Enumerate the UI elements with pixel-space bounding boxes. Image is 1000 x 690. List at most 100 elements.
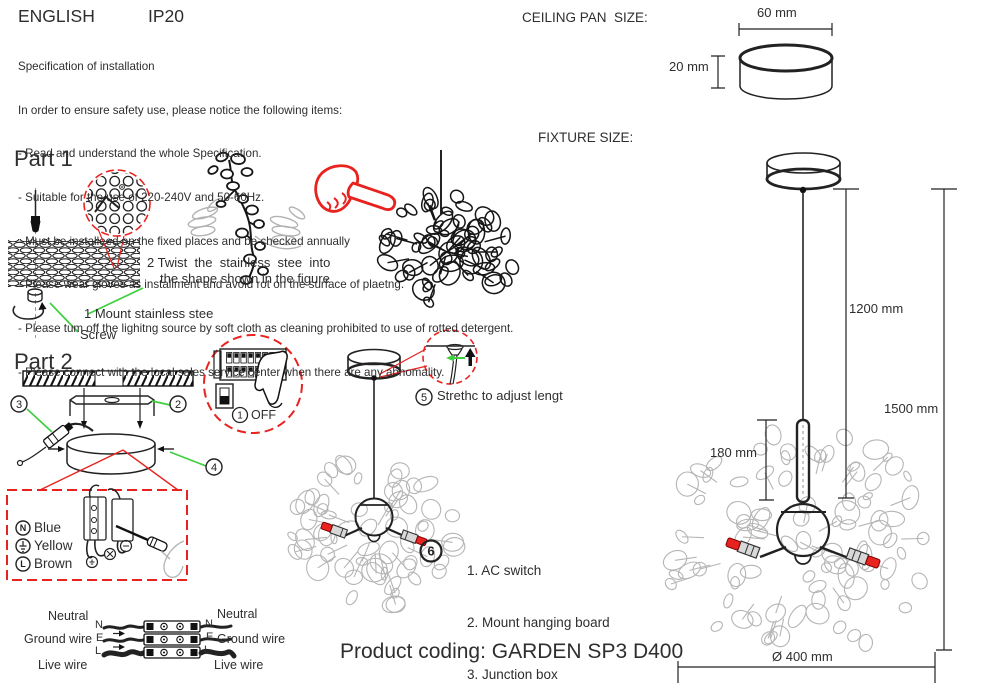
spec-title: Specification of installation (18, 60, 155, 74)
dim-total: 1500 mm (884, 401, 939, 416)
dim-diameter: Ø 400 mm (772, 649, 833, 664)
cable-grip (799, 186, 807, 194)
ip-rating: IP20 (148, 6, 184, 26)
up-arrow-icon (465, 348, 476, 357)
led-bulb-icon (320, 521, 333, 532)
svg-text:5: 5 (421, 392, 427, 404)
stem-tube (795, 418, 811, 504)
part1-step2-line1: 2 Twist the stainless stee into (147, 255, 331, 270)
off-step-number (231, 406, 249, 424)
part2-drawing: 3 2 4 1 (6, 334, 303, 581)
parts-list-item: 3. Junction box (467, 666, 558, 682)
spec-intro: In order to ensure safety use, please no… (18, 103, 343, 117)
dimension-lines (677, 188, 957, 683)
wire-letter-n: N (95, 619, 103, 631)
wiring-right-live: Live wire (214, 658, 264, 672)
spec-item: - Read and understand the whole Specific… (18, 147, 262, 161)
wire-tangle-black (376, 186, 520, 308)
dim-wire: 1200 mm (849, 301, 904, 316)
earth-icon (19, 541, 27, 553)
canopy-drawing (48, 433, 174, 475)
led-bulb-icon (865, 555, 881, 569)
zoom-lines (379, 348, 428, 378)
bulb-socket-left (725, 537, 761, 559)
wiring-right-neutral: Neutral (217, 607, 258, 621)
led-bulb-icon (725, 537, 741, 551)
bulb-socket-right (845, 547, 881, 569)
legend-yellow: Yellow (34, 538, 73, 553)
product-coding: Product coding: GARDEN SP3 D400 (340, 640, 684, 663)
pan-height-dim: 20 mm (669, 59, 709, 74)
spec-item: - Please connect with the local sales se… (18, 365, 445, 379)
wiring-left-neutral: Neutral (48, 609, 89, 623)
part2-title: Part 2 (14, 349, 73, 374)
wiring-diagram (101, 620, 237, 659)
zoom-callout-lines (39, 449, 179, 491)
steel-chain-sketch (207, 151, 269, 285)
wire-letter-n: N (205, 618, 213, 630)
rotate-arrow-icon (12, 302, 47, 320)
screw-label: Screw (80, 327, 117, 342)
part1-step1-label: 1 Mount stainless stee (84, 306, 214, 321)
lamp-ball-right (775, 502, 831, 558)
dim-stem: 180 mm (710, 445, 757, 460)
wire-letter-e: E (206, 631, 214, 643)
off-label: OFF (251, 408, 276, 422)
spec-item: - Suitable for the use of 220-240V and 5… (18, 191, 265, 205)
wiring-left-ground: Ground wire (24, 632, 93, 646)
slide-arrows (48, 446, 174, 452)
callout-number-4: 4 (205, 458, 223, 476)
svg-text:6: 6 (427, 544, 434, 559)
hand-outline (160, 540, 185, 578)
wire-cloud-right (662, 424, 930, 652)
spec-item: - Please tum off the lighitng source by … (18, 321, 514, 335)
legend-brown: Brown (34, 556, 73, 571)
pan-width-dim: 60 mm (757, 5, 797, 20)
parts-list-item: 1. AC switch (467, 563, 542, 579)
hands-sketch (187, 197, 306, 250)
green-arrow-icon (446, 354, 454, 362)
screw-icon (30, 216, 41, 233)
spec-item: - Must be installeed on the fixed places… (18, 234, 350, 248)
callout-number-2: 2 (169, 395, 187, 413)
screwdriver-icon (115, 524, 168, 552)
terminal-illustration (83, 484, 185, 578)
terminal-blocks (143, 620, 201, 659)
wire-cloud-middle (287, 455, 466, 614)
zoom-callout-circle (83, 169, 151, 237)
wire-letter-e: E (96, 632, 104, 644)
adjust-callout (422, 329, 478, 385)
callout-number-3: 3 (10, 395, 28, 413)
wiring-detail-box (6, 489, 188, 581)
ceiling-pan-drawing (711, 23, 834, 100)
wire-legend: N L (15, 520, 31, 572)
svg-text:2: 2 (175, 399, 181, 411)
adjust-step-number: 5 (415, 388, 433, 406)
bulb-socket-left (320, 521, 349, 539)
breaker-off-callout: 1 (203, 334, 303, 434)
wiring-left-live: Live wire (38, 658, 88, 672)
wire-letter-l: L (204, 644, 211, 656)
parts-list: 1. AC switch 2. Mount hanging board 3. J… (467, 528, 610, 690)
svg-text:N: N (20, 523, 27, 533)
leader-lines (26, 400, 207, 467)
part1-step2-line2: the shape shown in the figure (160, 271, 330, 286)
lamp-callout-number: 6 (419, 539, 443, 563)
svg-text:3: 3 (16, 399, 22, 411)
leader-line-mount (87, 287, 144, 315)
legend-blue: Blue (34, 520, 62, 535)
part1-drawing (8, 150, 520, 338)
zoomed-mesh-detail (86, 172, 148, 234)
mount-screws (81, 388, 143, 429)
language-label: ENGLISH (18, 6, 95, 26)
pointing-hand-icon (314, 164, 397, 213)
ceiling-pan-label: CEILING PAN SIZE: (522, 10, 648, 25)
supply-cable (16, 422, 94, 467)
middle-fixture-drawing: 5 6 (287, 329, 478, 614)
svg-text:1: 1 (237, 411, 243, 422)
parts-list-item: 2. Mount hanging board (467, 615, 610, 631)
adjust-label: Strethc to adjust lengt (437, 388, 563, 403)
svg-text:L: L (20, 559, 26, 569)
